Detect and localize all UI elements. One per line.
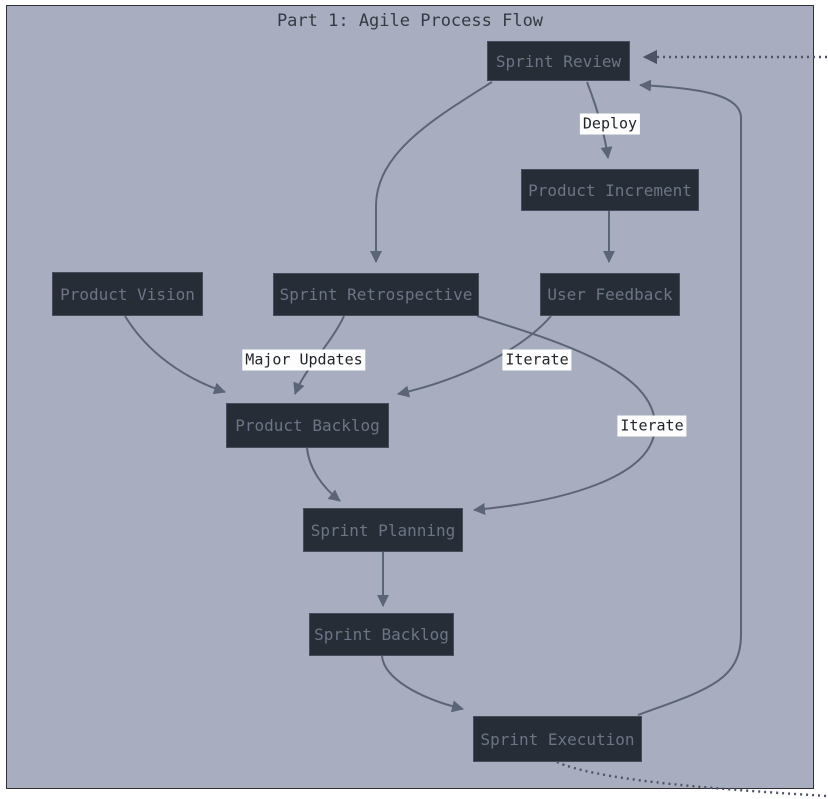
node-sprint-execution: Sprint Execution xyxy=(473,716,642,762)
node-sprint-backlog: Sprint Backlog xyxy=(309,613,454,656)
node-product-backlog: Product Backlog xyxy=(226,403,389,448)
node-sprint-execution-label: Sprint Execution xyxy=(480,729,635,749)
node-sprint-backlog-label: Sprint Backlog xyxy=(314,625,449,644)
diagram-title: Part 1: Agile Process Flow xyxy=(276,11,544,31)
node-sprint-planning-label: Sprint Planning xyxy=(310,520,456,540)
node-product-backlog-label: Product Backlog xyxy=(235,416,380,435)
diagram-canvas xyxy=(6,5,814,789)
node-product-vision-label: Product Vision xyxy=(60,284,195,304)
node-product-vision: Product Vision xyxy=(52,272,203,316)
node-sprint-review: Sprint Review xyxy=(487,41,630,81)
node-user-feedback-label: User Feedback xyxy=(547,285,673,304)
node-sprint-review-label: Sprint Review xyxy=(495,51,622,71)
node-user-feedback: User Feedback xyxy=(540,273,680,316)
node-sprint-planning: Sprint Planning xyxy=(303,508,463,552)
edge-label-major-updates: Major Updates xyxy=(242,349,366,371)
node-sprint-retrospective: Sprint Retrospective xyxy=(273,273,479,316)
edge-label-iterate-feedback: Iterate xyxy=(502,349,572,371)
edge-label-deploy: Deploy xyxy=(579,113,641,135)
node-product-increment: Product Increment xyxy=(521,169,699,211)
node-product-increment-label: Product Increment xyxy=(528,180,692,200)
node-sprint-retrospective-label: Sprint Retrospective xyxy=(279,285,473,304)
edge-label-iterate-retro: Iterate xyxy=(617,415,687,437)
